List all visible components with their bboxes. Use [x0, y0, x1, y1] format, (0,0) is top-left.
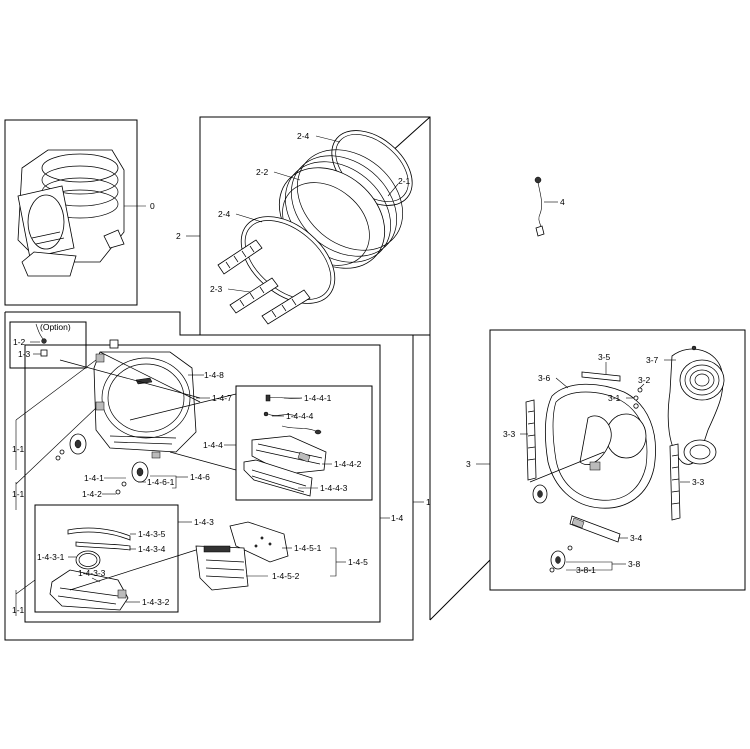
option-box: (Option) 1-2 1-3 [9, 321, 87, 369]
rear-screw-illustration [633, 387, 643, 401]
label-1-4-4-2: 1-4-4-2 [334, 459, 362, 469]
front-panel-lamp-illustration [109, 339, 119, 349]
option-label: (Option) [40, 322, 71, 332]
labels-group-2: 2-4 2-2 2-1 2-4 2-3 2 [176, 131, 411, 294]
rear-glide-strip-left-illustration [525, 399, 537, 481]
label-1-4-3-2: 1-4-3-2 [142, 597, 170, 607]
label-1-4-3: 1-4-3 [194, 517, 214, 527]
rear-shaft-illustration [569, 515, 621, 543]
drum-lifter-illustration [217, 239, 311, 325]
label-3-6: 3-6 [538, 373, 551, 383]
label-1-4-5-2: 1-4-5-2 [272, 571, 300, 581]
label-2-2: 2-2 [256, 167, 269, 177]
label-3-4: 3-4 [630, 533, 643, 543]
label-1-4-7: 1-4-7 [212, 393, 232, 403]
lint-filter-cover-illustration [229, 521, 289, 563]
duct-subassembly-frame [235, 385, 373, 501]
label-3-2: 3-2 [638, 375, 651, 385]
lint-duct-ring-illustration [75, 550, 101, 570]
rear-duct-cover-illustration [667, 345, 725, 465]
labels-group-3: 3-5 3-7 3-6 3-2 3-1 3-3 3-3 3-4 3-8 3-8-… [466, 352, 705, 575]
group-3-frame [489, 329, 746, 591]
label-3-8-1: 3-8-1 [576, 565, 596, 575]
label-1-1-mid: 1-1 [12, 489, 25, 499]
label-1-4-4-3: 1-4-4-3 [320, 483, 348, 493]
sensor-harness-illustration [534, 176, 545, 237]
label-1-4-4-1: 1-4-4-1 [304, 393, 332, 403]
rear-roller-illustration [532, 484, 573, 573]
front-roller-left-illustration [55, 433, 87, 461]
label-1-1-bottom: 1-1 [12, 605, 25, 615]
label-4-text: 4 [560, 197, 565, 207]
lint-duct-gasket-illustration [75, 541, 131, 551]
rear-bracket-illustration [633, 403, 639, 409]
lint-duct-seal-strip-illustration [67, 527, 131, 541]
label-1-4: 1-4 [391, 513, 404, 523]
label-3: 3 [466, 459, 471, 469]
label-1-4-4: 1-4-4 [203, 440, 223, 450]
duct-cover-illustration [243, 459, 313, 497]
label-3-5: 3-5 [598, 352, 611, 362]
lint-filter-housing-illustration [195, 545, 249, 591]
rear-panel-illustration [544, 383, 656, 509]
labels-group-1: 1-4 1 [380, 497, 431, 523]
label-1-3: 1-3 [18, 349, 31, 359]
rear-seal-strip-illustration [581, 371, 621, 382]
labels-lint-filter: 1-4-5-1 1-4-5 1-4-5-2 [246, 543, 368, 581]
label-1: 1 [426, 497, 431, 507]
complete-drum-assembly-illustration [17, 149, 125, 277]
label-0: 0 [124, 201, 155, 211]
label-1-4-8: 1-4-8 [204, 370, 224, 380]
group-1-frame [4, 311, 491, 641]
label-1-4-5: 1-4-5 [348, 557, 368, 567]
label-3-3-left: 3-3 [503, 429, 516, 439]
front-panel-illustration [93, 351, 197, 453]
duct-thermostat-illustration [281, 425, 322, 435]
rear-glide-strip-right-illustration [669, 443, 681, 521]
label-3-7: 3-7 [646, 355, 659, 365]
label-1-2: 1-2 [13, 337, 26, 347]
label-1-1-top: 1-1 [12, 444, 25, 454]
label-1-4-3-3: 1-4-3-3 [78, 568, 106, 578]
label-2-4-left: 2-4 [218, 209, 231, 219]
label-3-3-right: 3-3 [692, 477, 705, 487]
label-2: 2 [176, 231, 181, 241]
lint-duct-subassembly-frame [34, 504, 179, 613]
label-2-3: 2-3 [210, 284, 223, 294]
label-1-4-4-4: 1-4-4-4 [286, 411, 314, 421]
label-1-4-3-4: 1-4-3-4 [138, 544, 166, 554]
group-0-frame [4, 119, 138, 306]
label-2-1: 2-1 [398, 176, 411, 186]
assembly-leader-lines [59, 351, 605, 591]
labels-duct: 1-4-4-1 1-4-4-4 1-4-4 1-4-4-2 1-4-4-3 [203, 393, 362, 493]
label-1-4-6: 1-4-6 [190, 472, 210, 482]
front-roller-center-illustration [115, 451, 161, 495]
label-1-4-3-5: 1-4-3-5 [138, 529, 166, 539]
labels-front-panel: 1-4-8 1-4-7 1-4-1 1-4-6-1 1-4-6 1-4-2 1-… [12, 359, 232, 510]
label-1-4-3-1: 1-4-3-1 [37, 552, 65, 562]
labels-lint-duct: 1-4-3-5 1-4-3-4 1-4-3-1 1-4-3-3 1-4-3-2 … [12, 517, 214, 616]
label-1-4-1: 1-4-1 [84, 473, 104, 483]
label-0-text: 0 [150, 201, 155, 211]
lint-duct-housing-illustration [49, 569, 129, 611]
label-1-4-6-1: 1-4-6-1 [147, 477, 175, 487]
label-4: 4 [544, 197, 565, 207]
label-1-4-5-1: 1-4-5-1 [294, 543, 322, 553]
label-2-4-top: 2-4 [297, 131, 310, 141]
label-3-8: 3-8 [628, 559, 641, 569]
label-3-1: 3-1 [608, 393, 621, 403]
label-1-4-2: 1-4-2 [82, 489, 102, 499]
